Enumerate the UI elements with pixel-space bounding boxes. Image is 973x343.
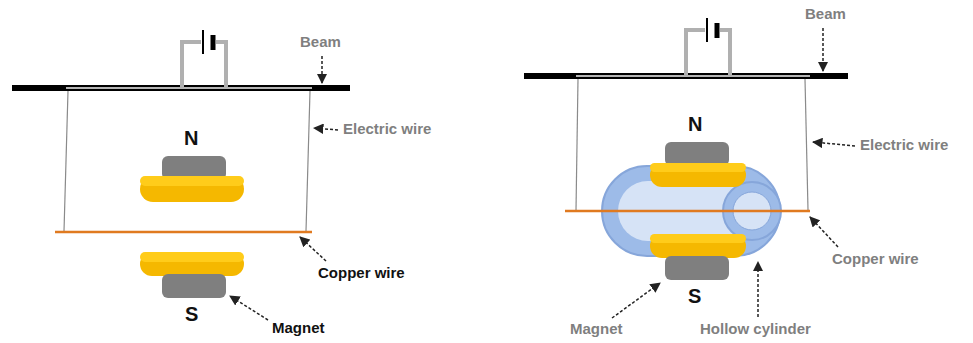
pole-label: N [184,126,198,150]
leader-arrow [300,237,326,261]
part-label: Beam [805,5,846,23]
wire-on-beam [576,75,810,77]
part-label: Beam [300,33,341,51]
electric-wire [64,91,68,231]
part-label: Magnet [272,319,325,337]
copper-wire [55,231,312,234]
part-label: Electric wire [343,120,431,138]
left-setup [12,30,350,320]
leader-arrow [813,142,855,146]
magnet-disc-top [140,176,244,186]
magnet-south [665,256,729,280]
magnet-south [162,274,226,298]
battery-plate [715,23,720,38]
battery-plate [211,35,216,50]
battery-plate [202,30,204,54]
copper-wire [565,210,810,213]
part-label: Electric wire [860,136,948,154]
magnet-disc [650,163,746,187]
magnet-disc [140,176,244,202]
part-label: Copper wire [318,264,405,282]
leader-arrow [314,128,338,130]
part-label: Hollow cylinder [700,320,811,338]
electric-wire [306,91,310,231]
pole-label: S [688,284,701,308]
right-setup [524,18,855,318]
magnet-disc-top [650,163,746,172]
leader-arrow [810,217,838,247]
pole-label: N [688,112,702,136]
magnet-disc-top [650,234,746,243]
leader-arrow [321,56,323,83]
magnet-disc-top [140,252,244,262]
part-label: Magnet [570,320,623,338]
magnet-north [665,142,729,166]
battery-plate [706,18,708,42]
electric-wire [805,79,808,210]
leader-arrow [612,283,660,318]
leader-arrow [822,28,824,71]
leader-arrow [757,262,759,317]
magnet-disc [650,234,746,258]
magnet-disc [140,252,244,276]
part-label: Copper wire [832,250,919,268]
pole-label: S [185,302,198,326]
leader-arrow [230,296,268,320]
wire-on-beam [66,87,312,89]
electric-wire [576,79,578,210]
